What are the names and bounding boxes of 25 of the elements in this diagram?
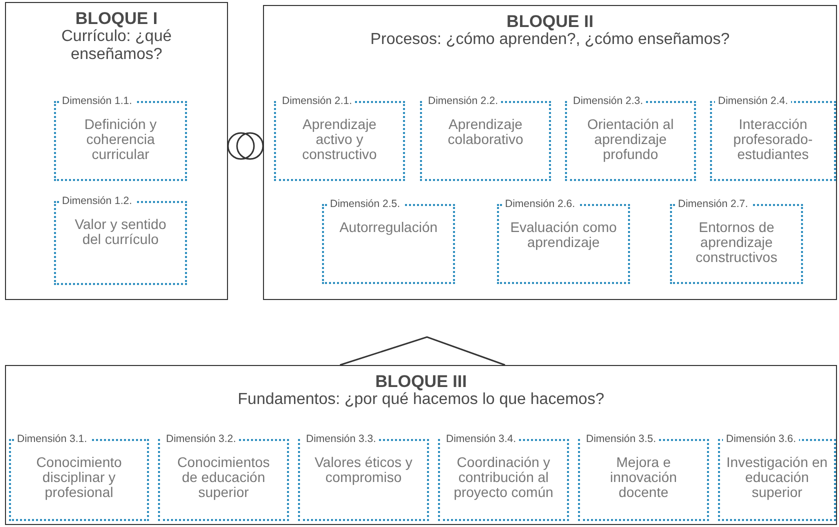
block-panel — [5, 2, 228, 300]
dimension-text: Entornos de aprendizaje constructivos — [694, 220, 778, 265]
dimension-text: Definición y coherencia curricular — [83, 117, 158, 162]
dimension-text: Orientación al aprendizaje profundo — [586, 117, 675, 162]
block-subtitle: Procesos: ¿cómo aprenden?, ¿cómo enseñamos? — [370, 31, 730, 49]
block-heading: BLOQUE II — [506, 12, 594, 31]
dimension-text: Aprendizaje activo y constructivo — [301, 117, 378, 162]
dimension-text: Autorregulación — [338, 220, 439, 235]
dimension-text: Aprendizaje colaborativo — [446, 117, 524, 147]
block-subtitle: Currículo: ¿qué enseñamos? — [60, 28, 173, 64]
dimension-text: Conocimiento disciplinar y profesional — [35, 455, 123, 500]
linked-rings — [227, 132, 264, 160]
dimension-text: Investigación en educación superior — [725, 455, 829, 500]
dimension-text: Mejora e innovación docente — [609, 455, 678, 500]
dimension-text: Evaluación como aprendizaje — [510, 220, 618, 250]
block-heading: BLOQUE I — [75, 9, 158, 28]
dimension-text: Conocimientos de educación superior — [176, 455, 271, 500]
dimension-text: Interacción profesorado-estudiantes — [732, 117, 814, 162]
dimension-text: Coordinación y contribución al proyecto común — [452, 455, 554, 500]
block-heading: BLOQUE III — [375, 372, 467, 391]
block-subtitle: Fundamentos: ¿por qué hacemos lo que hacemos? — [238, 391, 604, 409]
dimension-text: Valor y sentido del currículo — [74, 217, 168, 247]
block-panel — [263, 5, 837, 300]
dimension-text: Valores éticos y compromiso — [314, 455, 414, 485]
block-panel — [5, 365, 837, 525]
